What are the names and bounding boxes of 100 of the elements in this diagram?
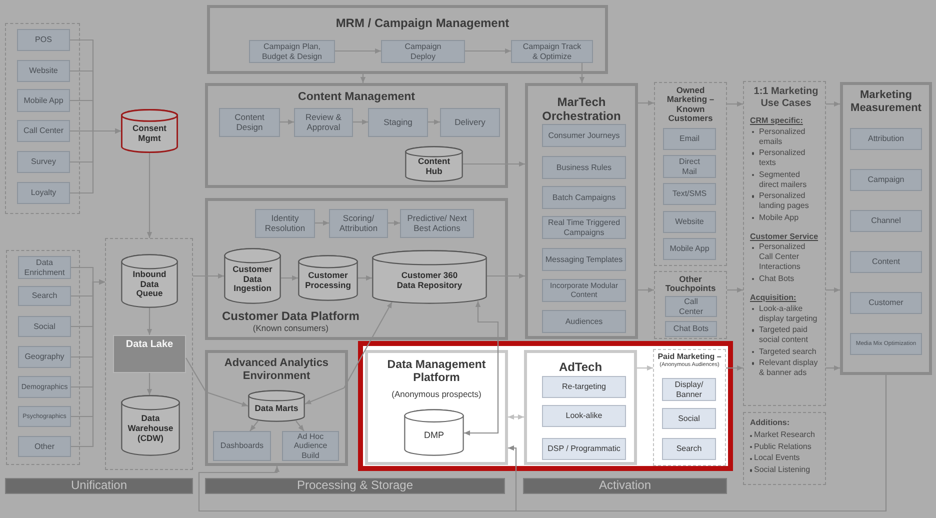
channel-label: Call Center bbox=[678, 297, 704, 316]
process-step-box bbox=[400, 209, 474, 238]
metric-box bbox=[850, 128, 922, 150]
channel-label: Display/ Banner bbox=[674, 380, 704, 399]
arrow bbox=[186, 358, 248, 407]
step-label: Dashboards bbox=[220, 441, 264, 451]
step-label: Identity Resolution bbox=[264, 214, 306, 234]
use-case-heading: Customer Service bbox=[750, 232, 818, 241]
arrow bbox=[146, 373, 152, 395]
process-step-box bbox=[329, 209, 388, 238]
use-case-item: Chat Bots bbox=[750, 274, 794, 284]
section-panel bbox=[207, 5, 608, 74]
arrow bbox=[726, 365, 743, 371]
source-box bbox=[17, 151, 70, 173]
section-panel bbox=[205, 350, 348, 466]
cylinder-label: Content Hub bbox=[416, 156, 452, 176]
channel-box bbox=[665, 321, 717, 337]
metric-box bbox=[850, 292, 922, 314]
step-label: Look-alike bbox=[566, 411, 602, 421]
double-arrow bbox=[304, 302, 392, 404]
metric-box bbox=[850, 169, 922, 191]
additions-heading: Additions: bbox=[750, 417, 790, 429]
database-cylinder bbox=[298, 255, 358, 301]
arrow bbox=[826, 365, 840, 371]
use-case-item: Personalized emails bbox=[750, 126, 819, 147]
source-box bbox=[17, 60, 70, 82]
database-cylinder bbox=[404, 409, 464, 456]
process-step-box bbox=[542, 310, 626, 333]
arrow bbox=[465, 48, 511, 54]
group-title: Owned Marketing – Known Customers bbox=[666, 86, 716, 124]
step-label: Staging bbox=[384, 118, 412, 128]
source-box bbox=[18, 256, 71, 279]
step-label: Business Rules bbox=[556, 162, 612, 172]
use-case-item: Relevant display & banner ads bbox=[750, 358, 819, 378]
source-label: Social bbox=[34, 322, 56, 332]
metric-label: Channel bbox=[871, 216, 901, 226]
arrow bbox=[353, 119, 368, 125]
arrow bbox=[281, 275, 298, 281]
channel-label: Text/SMS bbox=[672, 189, 707, 199]
channel-box bbox=[665, 296, 717, 317]
metric-box bbox=[850, 210, 922, 232]
channel-box bbox=[662, 378, 716, 401]
process-step-box bbox=[542, 248, 626, 271]
arrow bbox=[428, 119, 440, 125]
process-step-box bbox=[440, 108, 500, 137]
arrow bbox=[638, 100, 654, 106]
section-panel bbox=[365, 350, 508, 465]
use-case-item: Mobile App bbox=[750, 212, 799, 223]
channel-label: Email bbox=[679, 134, 700, 144]
lake-label: Data Lake bbox=[126, 339, 174, 350]
dashed-group bbox=[654, 271, 727, 339]
double-arrow bbox=[508, 414, 524, 420]
source-label: POS bbox=[35, 35, 52, 45]
metric-label: Attribution bbox=[868, 134, 904, 144]
step-label: Ad Hoc Audience Build bbox=[292, 432, 328, 460]
channel-box bbox=[662, 438, 716, 460]
use-case-heading: CRM specific: bbox=[750, 116, 803, 126]
additions-item: Local Events bbox=[750, 452, 800, 464]
database-cylinder bbox=[121, 109, 178, 153]
arrow bbox=[250, 420, 258, 432]
process-step-box bbox=[542, 156, 626, 179]
stage-band bbox=[205, 478, 505, 494]
section-subtitle: (Anonymous prospects) bbox=[392, 390, 482, 400]
database-cylinder bbox=[248, 390, 305, 422]
step-label: Re-targeting bbox=[562, 382, 606, 392]
process-step-box bbox=[542, 376, 626, 398]
stage-band bbox=[523, 478, 727, 494]
process-step-box bbox=[542, 216, 626, 239]
process-step-box bbox=[294, 108, 353, 137]
arrow bbox=[280, 119, 294, 125]
channel-box bbox=[663, 211, 716, 233]
arrow bbox=[826, 101, 840, 107]
database-cylinder bbox=[405, 146, 463, 182]
use-case-item: Personalized texts bbox=[750, 148, 819, 168]
arrow bbox=[315, 220, 329, 226]
data-lake-box bbox=[113, 335, 186, 373]
double-arrow bbox=[464, 301, 499, 436]
step-label: Campaign Deploy bbox=[404, 42, 442, 61]
source-box bbox=[18, 376, 71, 398]
additions-item: Market Research bbox=[750, 429, 815, 441]
section-title: Data Management Platform bbox=[386, 359, 487, 386]
channel-label: Direct Mail bbox=[678, 157, 701, 176]
channel-label: Website bbox=[675, 217, 704, 227]
stage-band bbox=[5, 478, 193, 494]
cylinder-label: Customer 360 Data Repository bbox=[396, 270, 464, 290]
source-label: Call Center bbox=[23, 126, 64, 136]
section-panel bbox=[205, 198, 508, 340]
source-box bbox=[18, 406, 71, 427]
additions-item: Public Relations bbox=[750, 440, 812, 452]
source-label: Other bbox=[34, 442, 54, 452]
process-step-box bbox=[542, 279, 626, 302]
section-title: Advanced Analytics Environment bbox=[223, 357, 330, 382]
source-label: Search bbox=[32, 291, 58, 301]
use-case-item: Targeted search bbox=[750, 346, 816, 357]
step-label: Messaging Templates bbox=[545, 254, 623, 264]
process-step-box bbox=[255, 209, 315, 238]
source-label: Survey bbox=[31, 157, 56, 167]
highlight-frame bbox=[358, 341, 733, 471]
channel-label: Search bbox=[676, 444, 702, 454]
step-label: Consumer Journeys bbox=[548, 130, 620, 140]
